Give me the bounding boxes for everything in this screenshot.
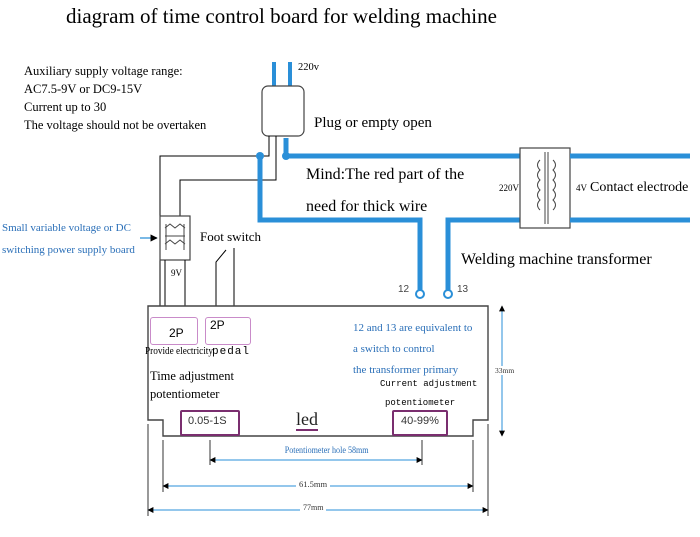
power-supply-coil (164, 223, 186, 229)
time-range-label: 0.05-1S (188, 415, 227, 427)
terminal-12 (415, 289, 425, 299)
pedal-label: pedal (212, 346, 251, 358)
terminal-12-label: 12 (398, 284, 410, 295)
time-potentiometer[interactable]: 0.05-1S (180, 410, 240, 436)
dim-inner-width-label: 61.5mm (296, 479, 331, 489)
thick-wire-13 (445, 217, 520, 290)
current-potentiometer[interactable]: 40-99% (392, 410, 448, 436)
connector-label: 2P (169, 326, 184, 340)
note-line: The voltage should not be overtaken (24, 118, 207, 132)
note-line: Current up to 30 (24, 100, 107, 114)
terminals-note-line2: a switch to control (353, 343, 435, 355)
power-connector-2p: 2P (150, 317, 198, 345)
current-pot-label-line1: Current adjustment (380, 379, 478, 389)
supply-notes: Auxiliary supply voltage range: AC7.5-9V… (24, 62, 206, 134)
junction-dot (282, 152, 290, 160)
foot-switch-label: Foot switch (200, 229, 262, 244)
provide-electricity-label: Provide electricity (145, 346, 213, 357)
note-line: Auxiliary supply voltage range: (24, 64, 183, 78)
transformer-caption: Welding machine transformer (461, 251, 652, 268)
diagram-title: diagram of time control board for weldin… (66, 4, 497, 28)
time-pot-label-line2: potentiometer (150, 387, 220, 401)
terminal-13-label: 13 (457, 284, 469, 295)
current-range-label: 40-99% (401, 415, 439, 427)
transformer-secondary-label: 4V (576, 183, 587, 193)
plug-label: Plug or empty open (314, 115, 432, 131)
power-supply-board (159, 215, 191, 261)
junction-dot (256, 152, 264, 160)
time-pot-label-line1: Time adjustment (150, 369, 234, 383)
thick-wire-plug-right (283, 138, 520, 159)
mind-note-line1: Mind:The red part of the (306, 166, 465, 183)
connector-label: 2P (210, 318, 225, 332)
plug-voltage-label: 220v (298, 62, 319, 73)
note-line: AC7.5-9V or DC9-15V (24, 82, 143, 96)
foot-switch-wire-1 (215, 249, 227, 316)
power-supply-voltage: 9V (171, 268, 182, 278)
plug-body (261, 85, 305, 137)
dim-height-label: 33mm (494, 366, 516, 375)
terminal-13 (443, 289, 453, 299)
current-pot-label-line2: potentiometer (385, 398, 456, 408)
contact-electrode-label: Contact electrode (590, 180, 689, 195)
thick-wire-plug-left (257, 154, 423, 290)
led-indicator: led (296, 409, 318, 431)
transformer-coil-primary (537, 159, 541, 211)
terminals-note-line1: 12 and 13 are equivalent to (353, 322, 473, 334)
transformer-coil-secondary (552, 159, 556, 211)
power-supply-label-line2: switching power supply board (2, 244, 135, 256)
dim-outer-width-label: 77mm (300, 503, 327, 512)
dim-pot-hole-label: Potentiometer hole 58mm (283, 446, 371, 456)
power-supply-label-line1: Small variable voltage or DC (2, 222, 131, 234)
thin-wire-2 (179, 136, 277, 218)
transformer-primary-label: 220V (499, 183, 519, 193)
mind-note-line2: need for thick wire (306, 198, 428, 215)
control-board-outline (147, 305, 489, 437)
pedal-connector-2p: 2P (205, 317, 251, 345)
terminals-note-line3: the transformer primary (353, 364, 459, 376)
